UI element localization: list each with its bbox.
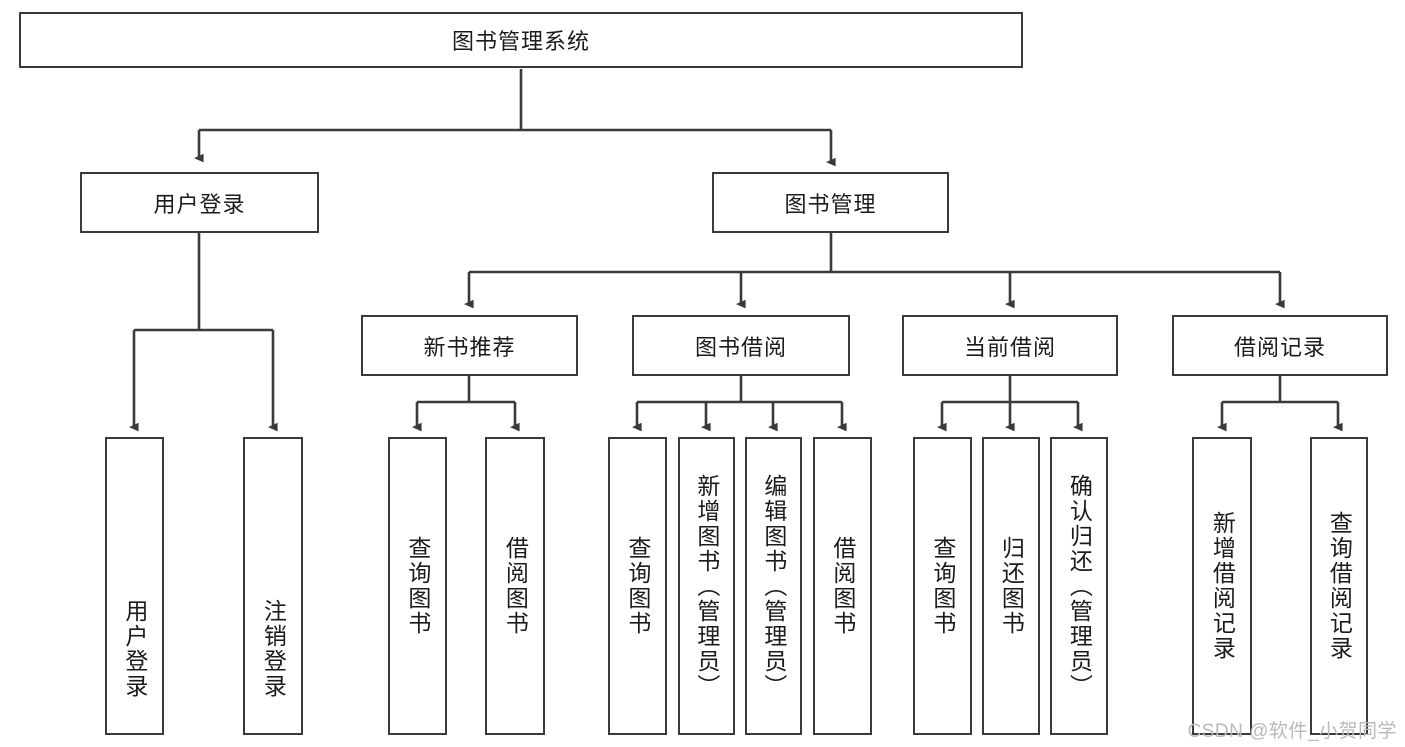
- node-label: 用户登录: [153, 191, 246, 217]
- leaf-query-book-current[interactable]: 查询图书: [913, 437, 972, 735]
- node-label: 借阅图书: [502, 536, 529, 636]
- node-borrow-records[interactable]: 借阅记录: [1172, 315, 1388, 376]
- node-label: 当前借阅: [963, 334, 1056, 360]
- node-label: 借阅图书: [829, 536, 856, 636]
- node-label: 用户登录: [121, 599, 148, 699]
- leaf-add-borrow-record[interactable]: 新增借阅记录: [1192, 437, 1252, 735]
- leaf-query-book-borrow[interactable]: 查询图书: [608, 437, 667, 735]
- node-current-borrow[interactable]: 当前借阅: [902, 315, 1118, 376]
- node-new-book-recommend[interactable]: 新书推荐: [361, 315, 578, 376]
- node-label: 借阅记录: [1233, 334, 1326, 360]
- leaf-query-borrow-record[interactable]: 查询借阅记录: [1310, 437, 1368, 735]
- node-label: 归还图书: [998, 536, 1025, 636]
- leaf-return-book[interactable]: 归还图书: [982, 437, 1040, 735]
- node-book-management[interactable]: 图书管理: [712, 172, 949, 233]
- leaf-query-book-recommend[interactable]: 查询图书: [388, 437, 447, 735]
- node-label: 查询图书: [404, 536, 431, 636]
- node-label: 图书借阅: [694, 334, 787, 360]
- node-label: 确认归还（管理员）: [1066, 473, 1093, 699]
- leaf-edit-book-admin[interactable]: 编辑图书（管理员）: [745, 437, 802, 735]
- node-root-system[interactable]: 图书管理系统: [19, 12, 1023, 68]
- node-label: 查询图书: [624, 536, 651, 636]
- leaf-borrow-book[interactable]: 借阅图书: [813, 437, 872, 735]
- csdn-watermark: CSDN @软件_小贺同学: [1187, 721, 1397, 742]
- node-label: 编辑图书（管理员）: [760, 473, 787, 699]
- node-label: 新增图书（管理员）: [693, 473, 720, 699]
- node-label: 注销登录: [260, 599, 287, 699]
- leaf-user-login[interactable]: 用户登录: [105, 437, 164, 735]
- node-label: 新书推荐: [423, 334, 516, 360]
- leaf-add-book-admin[interactable]: 新增图书（管理员）: [678, 437, 735, 735]
- leaf-logout[interactable]: 注销登录: [243, 437, 303, 735]
- node-label: 图书管理: [784, 191, 877, 217]
- node-label: 新增借阅记录: [1209, 511, 1236, 661]
- leaf-borrow-book-recommend[interactable]: 借阅图书: [485, 437, 545, 735]
- node-user-login[interactable]: 用户登录: [80, 172, 319, 233]
- node-book-borrow[interactable]: 图书借阅: [632, 315, 850, 376]
- leaf-confirm-return-admin[interactable]: 确认归还（管理员）: [1050, 437, 1108, 735]
- node-label: 查询图书: [929, 536, 956, 636]
- node-label: 查询借阅记录: [1326, 511, 1353, 661]
- node-label: 图书管理系统: [451, 29, 590, 54]
